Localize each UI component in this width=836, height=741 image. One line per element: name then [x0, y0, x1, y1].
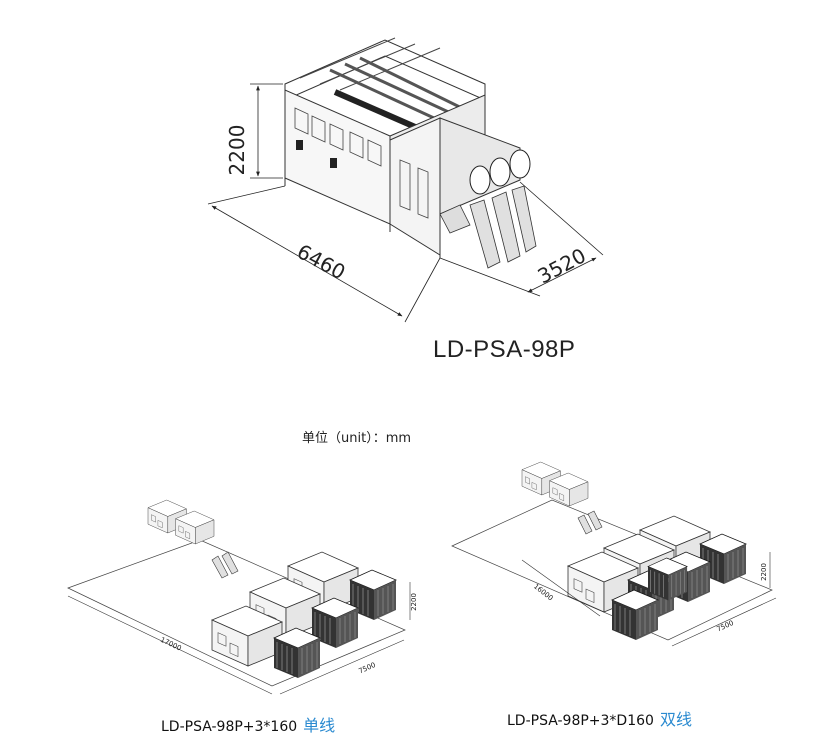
single-line-tag: 单线 — [303, 716, 336, 735]
double-line-width-dim: 7500 — [715, 619, 735, 634]
single-line-height-dim: 2200 — [410, 593, 418, 611]
main-length-dim: 6460 — [293, 239, 349, 284]
unit-note: 单位（unit）：mm — [302, 431, 412, 446]
config-double-line-drawing — [451, 461, 773, 641]
single-line-length-dim: 17000 — [159, 636, 183, 653]
main-dimension-lines — [207, 83, 604, 323]
double-line-tag: 双线 — [659, 710, 692, 729]
main-machine-drawing — [284, 37, 537, 269]
main-width-dim: 3520 — [534, 243, 590, 288]
config-single-line-drawing — [67, 499, 406, 687]
single-line-model: LD-PSA-98P+3*160 — [161, 719, 298, 735]
double-line-caption: LD-PSA-98P+3*D160 双线 — [507, 706, 692, 730]
main-model-title: LD-PSA-98P — [433, 336, 576, 363]
double-line-model: LD-PSA-98P+3*D160 — [507, 713, 654, 729]
config-single-line-dims — [67, 582, 411, 695]
main-height-dim: 2200 — [225, 125, 249, 176]
config-double-line-dims — [521, 552, 777, 647]
single-line-width-dim: 7500 — [357, 661, 377, 676]
double-line-height-dim: 2200 — [760, 563, 768, 581]
single-line-caption: LD-PSA-98P+3*160 单线 — [161, 712, 335, 736]
